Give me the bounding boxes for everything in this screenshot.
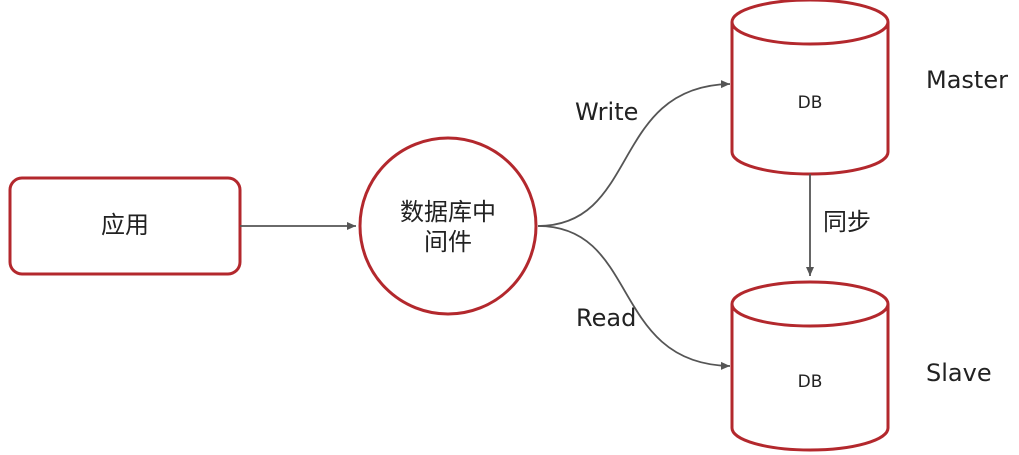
slave-role-label: Slave [926,359,992,387]
write-label: Write [575,98,638,126]
app-label: 应用 [101,211,149,239]
read-label: Read [576,304,636,332]
sync-label: 同步 [823,208,871,236]
master-db-cylinder: DB [730,0,890,176]
slave-db-cylinder: DB [730,280,890,452]
master-role-label: Master [926,66,1008,94]
write-arrow [537,80,731,227]
middleware-label-line2: 间件 [424,228,472,256]
master-db-label: DB [798,93,823,113]
middleware-node: 数据库中 间件 [358,136,538,316]
read-arrow [537,225,731,370]
app-node: 应用 [8,176,242,276]
middleware-label-line1: 数据库中 [400,198,496,226]
slave-db-label: DB [798,372,823,392]
